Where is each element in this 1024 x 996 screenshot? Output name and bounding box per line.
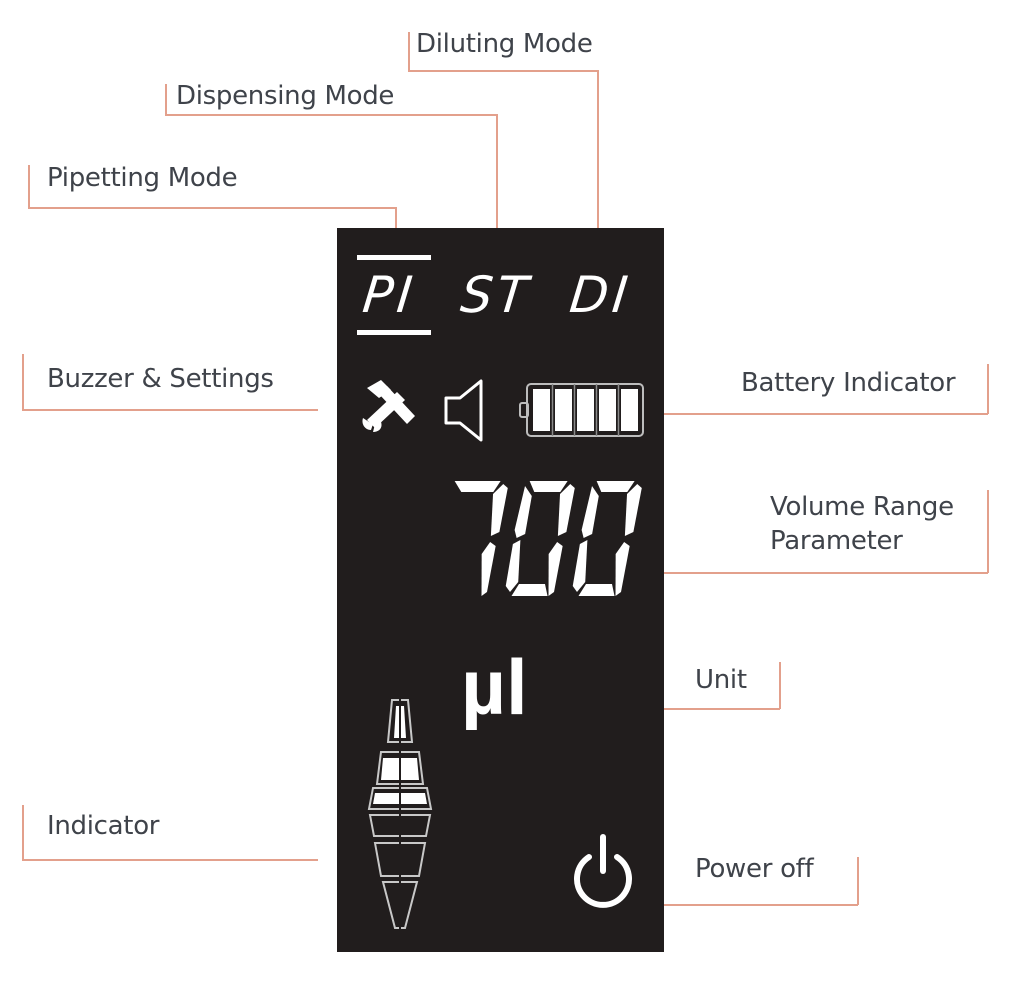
label-volume-range-line2: Parameter	[770, 526, 903, 557]
leader-line-pipetting	[28, 207, 396, 209]
leader-line-unit	[779, 662, 781, 709]
leader-line-diluting	[597, 70, 599, 232]
label-volume-range: Volume Range Parameter	[770, 490, 954, 559]
leader-line-indicator	[22, 859, 318, 861]
leader-line-volume	[652, 572, 988, 574]
leader-line-dispensing	[496, 114, 498, 246]
level-indicator-icon	[367, 696, 433, 930]
active-mode-underline	[357, 330, 431, 335]
leader-line-diluting	[408, 70, 598, 72]
label-volume-range-line1: Volume Range	[770, 492, 954, 522]
label-indicator: Indicator	[47, 811, 160, 841]
leader-line-battery	[652, 413, 988, 415]
leader-line-pipetting	[395, 207, 397, 243]
mode-st[interactable]: ST	[457, 266, 535, 324]
leader-line-battery	[987, 364, 989, 414]
leader-line-power	[636, 904, 858, 906]
label-unit: Unit	[695, 665, 747, 695]
active-mode-overline	[357, 255, 431, 260]
unit-display: µl	[461, 643, 528, 731]
power-icon[interactable]	[571, 831, 635, 909]
volume-value-display: 700	[454, 481, 642, 596]
label-pipetting-mode: Pipetting Mode	[47, 163, 238, 193]
battery-icon	[519, 383, 644, 437]
leader-line-dispensing	[165, 114, 497, 116]
leader-line-indicator	[22, 805, 24, 860]
settings-tools-icon[interactable]	[361, 380, 421, 432]
leader-line-buzzer	[22, 354, 24, 410]
label-dispensing-mode: Dispensing Mode	[176, 81, 395, 111]
leader-line-pipetting	[28, 165, 30, 208]
label-diluting-mode: Diluting Mode	[416, 29, 593, 59]
mode-di[interactable]: DI	[566, 266, 635, 324]
lcd-display-panel: PI ST DI	[337, 228, 664, 952]
leader-line-power	[857, 857, 859, 905]
leader-line-dispensing	[165, 84, 167, 115]
label-power-off: Power off	[695, 854, 814, 884]
leader-line-buzzer	[22, 409, 318, 411]
label-buzzer-settings: Buzzer & Settings	[47, 364, 274, 394]
mode-pi[interactable]: PI	[359, 266, 419, 324]
label-battery-indicator: Battery Indicator	[741, 368, 956, 398]
speaker-icon[interactable]	[443, 378, 487, 444]
leader-line-diluting	[408, 32, 410, 71]
leader-line-volume	[987, 490, 989, 573]
